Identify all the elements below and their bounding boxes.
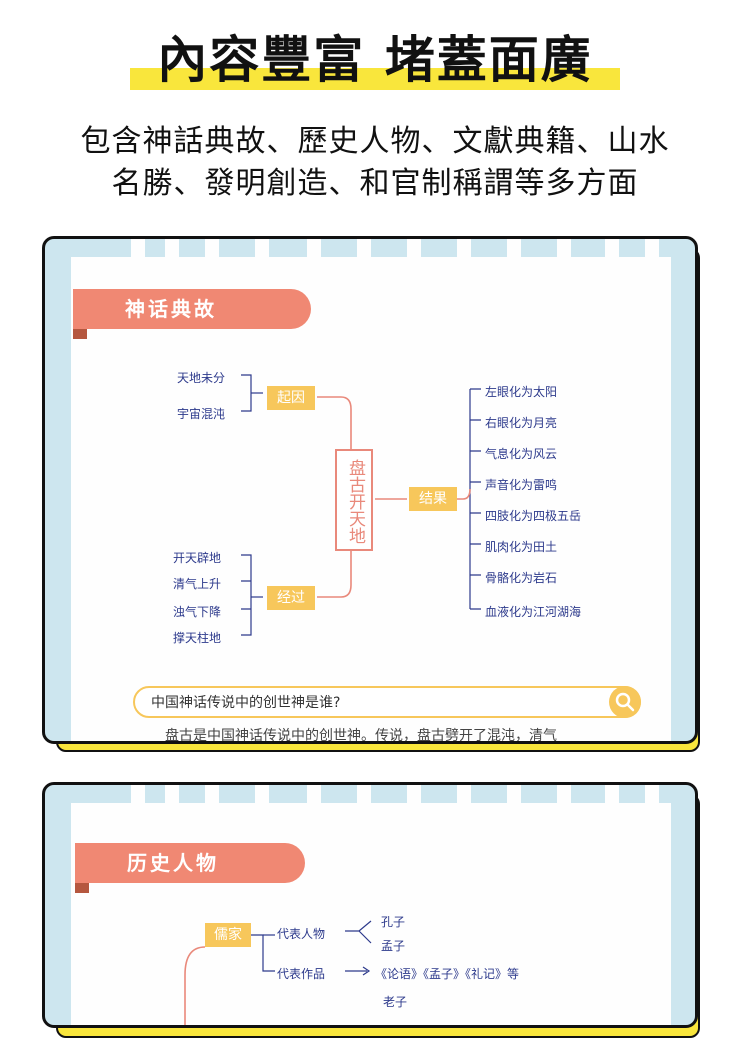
paper-stripe — [255, 239, 269, 265]
paper-stripe — [645, 785, 659, 811]
search-button[interactable] — [609, 686, 641, 718]
card-frame: 历史人物 儒家 代表人物 孔子 孟子 代表作品 《论语》《孟子》《礼记》等 老子 — [42, 782, 698, 1028]
paper-stripe — [131, 239, 145, 265]
ribbon-tail — [75, 881, 89, 893]
paper-stripe — [307, 785, 321, 811]
ribbon-tail — [73, 327, 87, 339]
paper-stripe — [407, 239, 421, 265]
subtitle-line-1: 包含神話典故、歷史人物、文獻典籍、山水 — [80, 124, 670, 159]
paper-sheet — [71, 803, 671, 1025]
search-icon — [615, 692, 635, 712]
result-item-5: 四肢化为四极五岳 — [485, 509, 582, 523]
paper-stripe — [165, 785, 179, 811]
paper-stripe — [407, 785, 421, 811]
title-highlight — [130, 68, 620, 90]
paper-stripe — [205, 239, 219, 265]
subtitle-line-2: 名勝、發明創造、和官制稱謂等多方面 — [111, 166, 639, 201]
process-item-1: 开天辟地 — [173, 551, 222, 565]
paper-stripe — [357, 785, 371, 811]
paper-stripe — [165, 239, 179, 265]
next-item-partial: 老子 — [383, 995, 408, 1009]
paper-stripe — [507, 239, 521, 265]
paper-stripe — [557, 239, 571, 265]
paper-stripe — [255, 785, 269, 811]
card-frame: 神话典故 天地未分 宇宙混沌 起因 开天辟地 清气上升 浊气下降 撑天柱地 — [42, 236, 698, 744]
school-tag: 儒家 — [205, 923, 251, 947]
result-item-2: 右眼化为月亮 — [485, 416, 558, 430]
rep-works-label: 代表作品 — [277, 967, 326, 981]
paper-stripe — [457, 239, 471, 265]
cause-item-1: 天地未分 — [177, 371, 226, 385]
page-header: 內容豐富 堵蓋面廣 包含神話典故、歷史人物、文獻典籍、山水 名勝、發明創造、和官… — [0, 0, 750, 220]
result-tag: 结果 — [409, 487, 457, 511]
history-card: 历史人物 儒家 代表人物 孔子 孟子 代表作品 《论语》《孟子》《礼记》等 老子 — [42, 782, 700, 1038]
paper-stripe — [205, 785, 219, 811]
result-item-6: 肌肉化为田土 — [485, 540, 558, 554]
history-lines — [184, 920, 372, 1025]
process-tag: 经过 — [267, 586, 315, 610]
section-ribbon: 历史人物 — [75, 843, 305, 883]
result-item-3: 气息化为风云 — [485, 447, 558, 461]
page-title: 內容豐富 堵蓋面廣 — [157, 31, 593, 89]
result-item-1: 左眼化为太阳 — [485, 385, 558, 399]
cause-item-2: 宇宙混沌 — [177, 407, 226, 421]
paper-stripe — [645, 239, 659, 265]
paper-stripe — [307, 239, 321, 265]
paper-stripe — [605, 785, 619, 811]
paper-stripe — [131, 785, 145, 811]
process-item-3: 浊气下降 — [173, 605, 222, 619]
person-1: 孔子 — [381, 915, 406, 929]
works-list: 《论语》《孟子》《礼记》等 — [375, 967, 520, 981]
cause-tag: 起因 — [267, 386, 315, 410]
result-item-8: 血液化为江河湖海 — [485, 605, 582, 619]
paper-stripe — [507, 785, 521, 811]
center-topic: 盘古开天地 — [335, 449, 373, 551]
paper-stripe — [605, 239, 619, 265]
search-query[interactable]: 中国神话传说中的创世神是谁? — [151, 695, 341, 711]
search-bar[interactable]: 中国神话传说中的创世神是谁? — [133, 686, 641, 718]
mindmap-lines — [241, 374, 481, 636]
paper-stripe — [457, 785, 471, 811]
paper-stripe — [557, 785, 571, 811]
person-2: 孟子 — [381, 939, 406, 953]
rep-people-label: 代表人物 — [277, 927, 326, 941]
process-item-4: 撑天柱地 — [173, 631, 222, 645]
process-item-2: 清气上升 — [173, 577, 222, 591]
paper-stripe — [357, 239, 371, 265]
section-ribbon: 神话典故 — [73, 289, 311, 329]
result-item-7: 骨骼化为岩石 — [485, 571, 558, 585]
myth-card: 神话典故 天地未分 宇宙混沌 起因 开天辟地 清气上升 浊气下降 撑天柱地 — [42, 236, 700, 756]
result-item-4: 声音化为雷鸣 — [485, 478, 558, 492]
answer-preview: 盘古是中国神话传说中的创世神。传说，盘古劈开了混沌，清气 — [165, 728, 557, 744]
